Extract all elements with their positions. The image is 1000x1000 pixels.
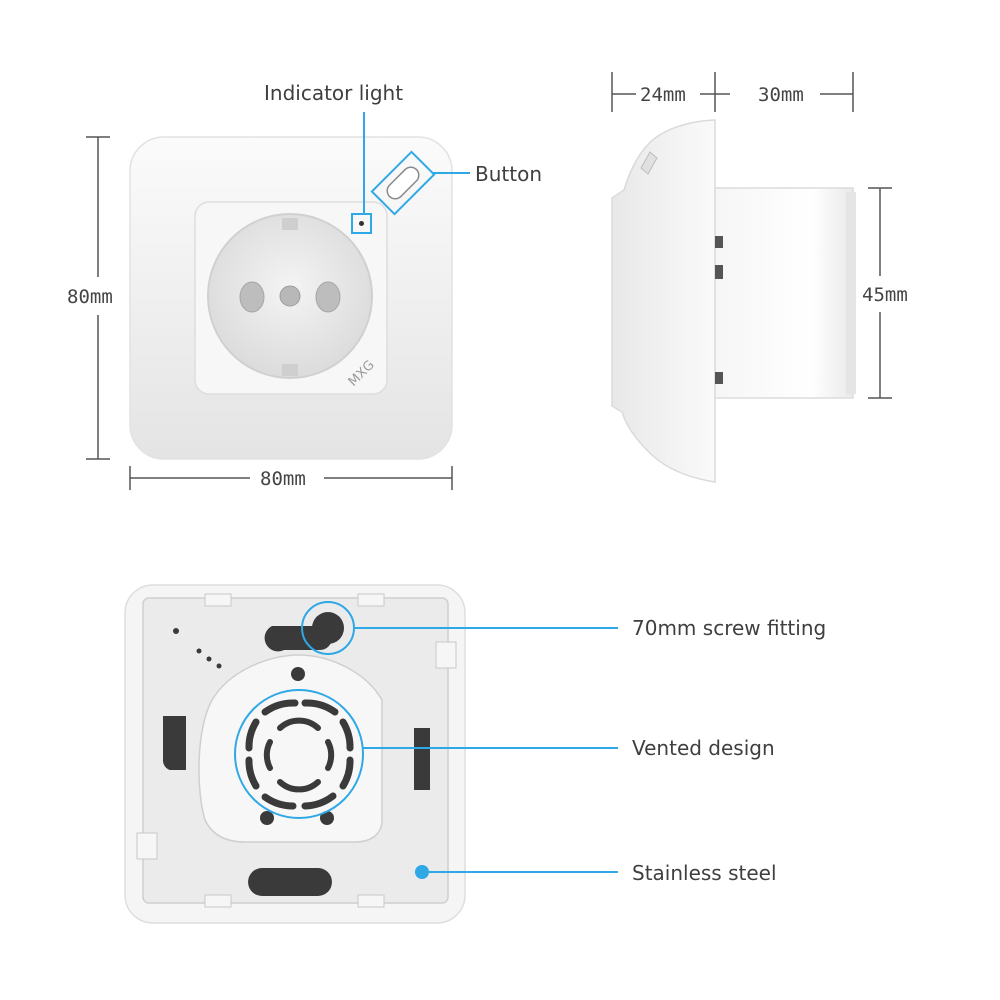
front-height-label: 80mm [67, 286, 113, 308]
pin-hole-right [315, 281, 341, 313]
screw-fitting-label: 70mm screw fitting [632, 616, 826, 640]
screw-slot-bottom [248, 868, 332, 896]
body-diameter-dimension [868, 187, 892, 399]
front-width-label: 80mm [260, 468, 306, 490]
indicator-light-label: Indicator light [264, 81, 403, 105]
small-hole [196, 648, 202, 654]
earth-screw [291, 667, 305, 681]
stainless-steel-marker [415, 865, 429, 879]
side-view: 24mm 30mm 45mm [611, 72, 908, 483]
side-clip [715, 372, 723, 384]
side-body-cylinder [714, 187, 854, 399]
terminal-l [260, 811, 274, 825]
front-view: MXG Indicator light Button 80mm 80mm [67, 81, 542, 490]
vent-highlight [234, 689, 364, 819]
frame-clip [435, 641, 457, 669]
frame-clip [357, 894, 385, 908]
screw-slot-right [414, 728, 430, 790]
side-body-cap [846, 192, 856, 394]
small-hole [216, 663, 222, 669]
earth-clip-bottom [282, 364, 298, 376]
button-highlight [370, 150, 436, 216]
small-hole [173, 628, 179, 634]
back-view: 70mm screw fitting Vented design Stainle… [124, 584, 826, 924]
vented-design-label: Vented design [632, 736, 775, 760]
frame-clip [136, 832, 158, 860]
indicator-light [359, 221, 364, 226]
vent-grille [245, 699, 354, 810]
earth-clip-top [282, 218, 298, 230]
screw-slot-left [162, 716, 186, 770]
body-depth-label: 30mm [758, 84, 804, 106]
side-button [640, 151, 658, 175]
small-hole [206, 656, 212, 662]
pin-hole-left [239, 281, 265, 313]
depth-dimension [611, 72, 854, 112]
back-body [198, 654, 383, 843]
center-screw [279, 285, 301, 307]
power-button [386, 166, 420, 200]
front-height-dimension [86, 136, 110, 460]
button-label: Button [475, 162, 542, 186]
front-width-dimension [129, 466, 453, 490]
frame-clip [204, 894, 232, 908]
side-clip [715, 236, 723, 248]
frame-clip [357, 593, 385, 607]
side-clip [715, 265, 723, 279]
terminal-n [320, 811, 334, 825]
indicator-light-highlight [351, 213, 372, 234]
side-plate-profile [611, 119, 716, 483]
screw-slot-top-hole [312, 612, 344, 644]
stainless-steel-label: Stainless steel [632, 861, 777, 885]
frame-clip [204, 593, 232, 607]
plate-depth-label: 24mm [640, 84, 686, 106]
body-diameter-label: 45mm [862, 284, 908, 306]
